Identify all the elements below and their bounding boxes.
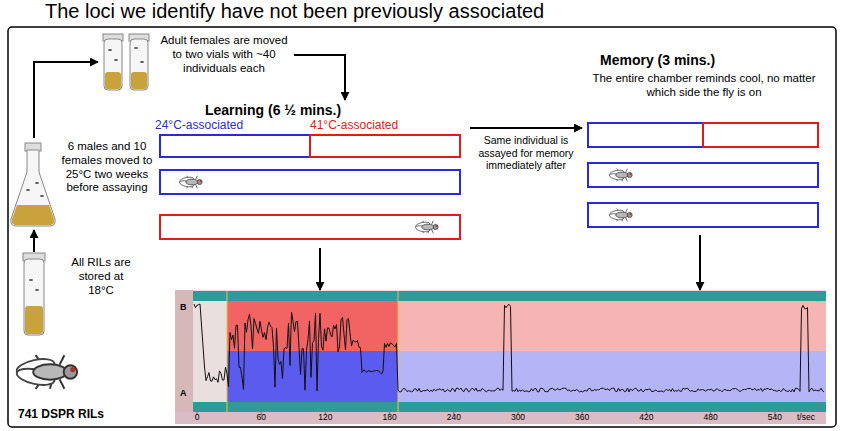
vials-illustration [131,72,147,89]
vial-illustration [23,253,45,335]
vials-illustration [140,61,144,63]
learning-chamber [160,135,460,239]
memory-chamber [609,169,632,182]
panel-frame [8,27,836,427]
axis-label: 120 [310,412,340,422]
step-text: All RILs are stored at 18°C [66,256,136,297]
axis-label: A [180,388,192,399]
memory-chamber [588,123,703,147]
vials-illustration [103,34,149,90]
position-trace-plot [398,351,826,402]
memory-chamber [588,123,818,227]
axis-label: 0 [182,412,212,422]
edge-label: Same individual is assayed for memory im… [474,134,578,172]
memory-panel: Memory (3 mins.) The entire chamber remin… [582,50,826,235]
position-trace-plot [227,351,398,402]
position-trace-plot [175,412,826,424]
cropped-heading: The loci we identify have not been previ… [45,0,544,23]
vial-illustration [24,259,44,335]
flask-illustration [35,182,39,184]
learning-chamber [160,215,460,239]
step-note: The entire chamber reminds cool, no matt… [587,72,821,100]
position-trace-plot [197,412,775,415]
vials-illustration [114,59,118,61]
position-trace-plot [193,291,826,301]
step-text: Adult females are moved to two vials wit… [156,34,292,75]
population-label: 741 DSPR RILs [18,407,104,421]
vials-illustration [134,47,138,49]
step-note: 41°C-associated [310,118,450,132]
axis-label: 60 [246,412,276,422]
flask-illustration [12,205,54,225]
memory-chamber [588,203,818,227]
vial-illustration [25,306,43,334]
position-trace-plot [194,304,824,392]
learning-chamber [160,170,460,194]
flow-arrow [33,230,35,252]
flow-arrow [294,55,345,100]
memory-chamber [703,123,818,147]
memory-chamber [609,209,632,222]
flask-illustration [11,150,55,226]
flask-illustration [26,189,30,191]
position-trace-plot [227,291,228,412]
position-trace-plot [175,290,826,424]
position-trace-plot [175,290,826,424]
flask-illustration [40,195,44,197]
learning-chamber [179,176,202,189]
vials-illustration [108,49,112,51]
position-trace-plot [398,301,826,351]
sorting-step: Adult females are moved to two vials wit… [98,32,294,92]
learning-panel: Learning (6 ½ mins.)24°C-associated 41°C-… [150,100,470,248]
fly-illustration [15,355,77,389]
flow-arrow [319,248,321,290]
storage-step: All RILs are stored at 18°C [16,252,138,340]
axis-label: 420 [631,412,661,422]
learning-chamber [160,135,310,157]
vial-illustration [35,289,39,291]
axis-label: 360 [567,412,597,422]
position-trace-plot [193,402,826,412]
rearing-step: 6 males and 10 females moved to 25°C two… [10,138,158,230]
axis-label: 300 [503,412,533,422]
step-text: 6 males and 10 females moved to 25°C two… [58,140,156,195]
step-text: Learning (6 ½ mins.) [205,102,365,119]
flow-arrow [699,235,701,290]
trace-plot: B A 0 60 120 180 240 300 360 420 480 540 t/sec [175,290,826,424]
position-trace-plot [175,290,193,412]
learning-chamber [310,135,460,157]
flask-illustration [11,143,55,226]
axis-label: t/sec [797,412,825,422]
memory-chamber [588,163,818,187]
axis-label: B [180,302,192,313]
vials-illustration [130,39,148,90]
vials-illustration [104,39,122,90]
vial-illustration [29,279,33,281]
learning-chamber [415,221,438,234]
axis-label: 180 [375,412,405,422]
step-text: Memory (3 mins.) [600,52,800,69]
axis-label: 540 [760,412,790,422]
axis-label: 240 [439,412,469,422]
flow-arrow [34,62,98,138]
fly-illustration [15,355,77,389]
position-trace-plot [398,291,399,412]
axis-label: 480 [696,412,726,422]
step-note: 24°C-associated [155,118,295,132]
flow-arrow [470,127,582,129]
vials-illustration [105,72,121,89]
